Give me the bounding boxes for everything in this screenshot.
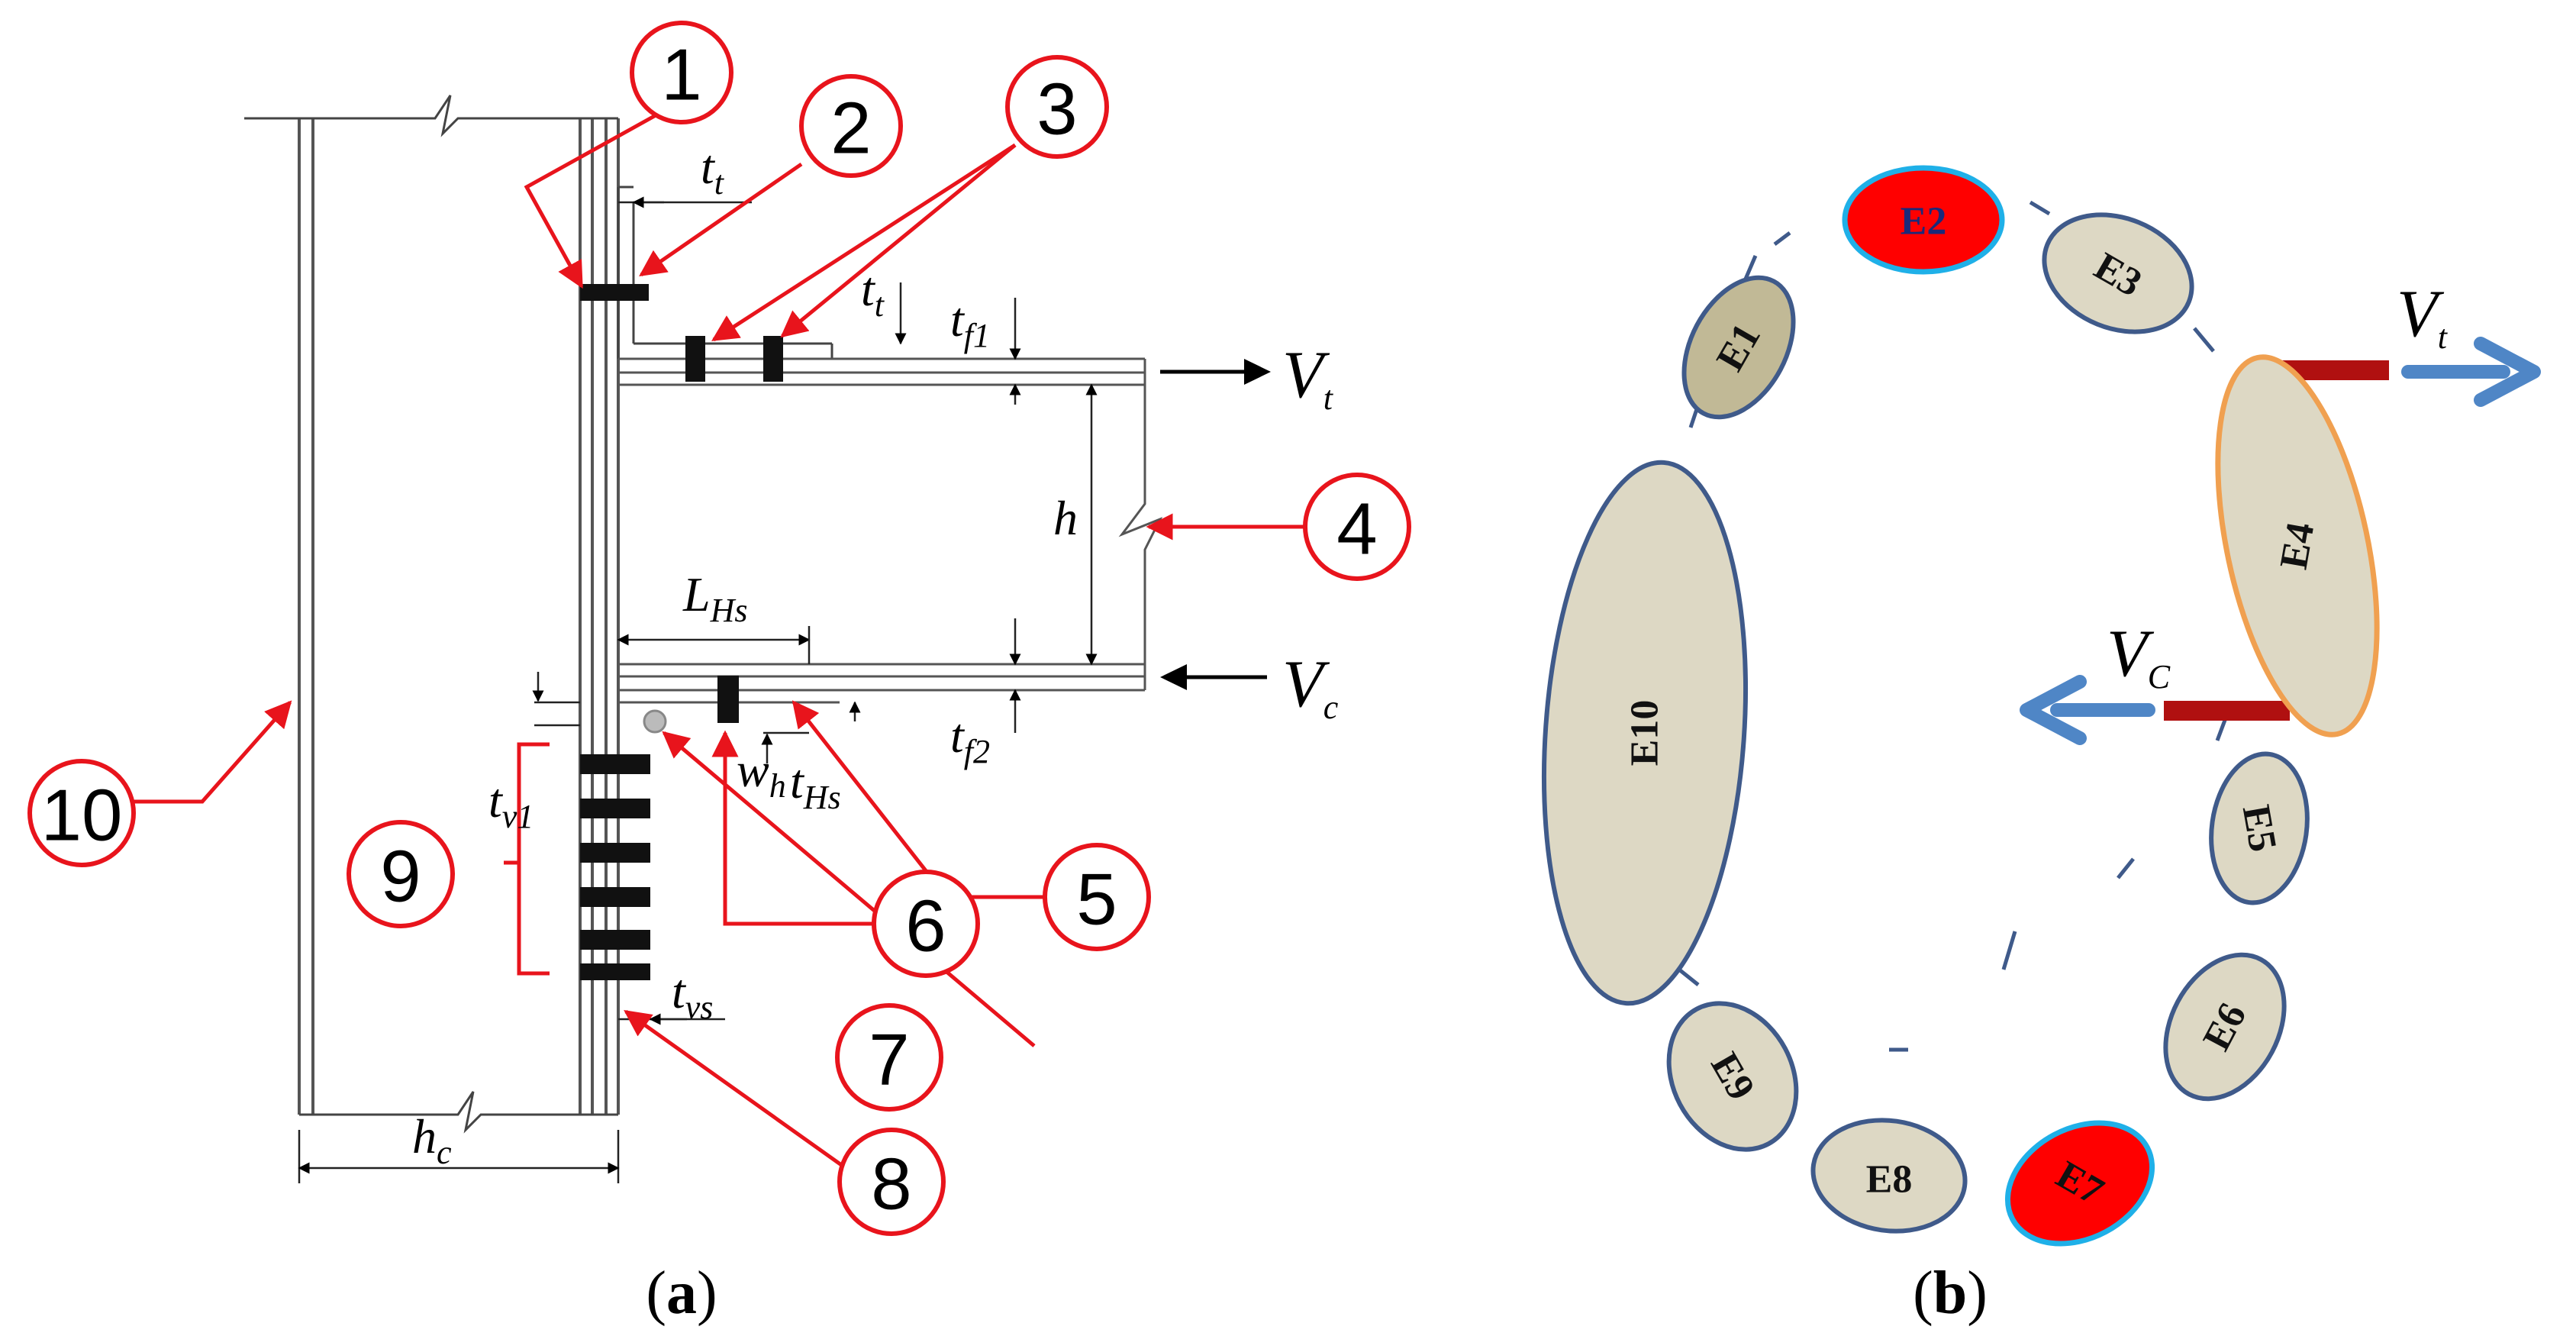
- column-bottom-break: [299, 1091, 618, 1134]
- dim-ths: tHs: [790, 754, 841, 816]
- bolt-top-angle-beam-1: [685, 336, 705, 382]
- bolt-seat-angle-beam: [717, 676, 739, 723]
- callout-8-circle: [837, 1128, 946, 1236]
- dim-tf2: tf2: [950, 708, 990, 770]
- dim-h: h: [1053, 491, 1078, 545]
- dim-tvs: tvs: [672, 964, 713, 1026]
- bolt-top-angle-column: [580, 284, 649, 301]
- svg-text:E2: E2: [1901, 200, 1947, 244]
- callout-leaders: [134, 108, 1305, 1174]
- callout-5: 5: [1076, 859, 1117, 941]
- bolt-web-6: [580, 963, 650, 980]
- svg-text:E4: E4: [2272, 519, 2323, 573]
- force-vc-label: Vc: [1282, 647, 1339, 726]
- force-vt-arrow: [1160, 359, 1271, 385]
- callout-4-circle: [1303, 473, 1411, 581]
- caption-b: (b): [1913, 1260, 1988, 1327]
- bolt-web-1: [580, 754, 650, 774]
- bolt-top-angle-beam-2: [763, 336, 783, 382]
- spring-bar-bottom: [2164, 701, 2290, 721]
- svg-text:E5: E5: [2234, 802, 2285, 855]
- dim-wh: wh: [737, 743, 786, 805]
- dim-tv1: tv1: [488, 773, 534, 835]
- bolt-group-brace: [504, 742, 550, 976]
- callout-5-circle: [1043, 843, 1151, 951]
- panel-b: E1 E2 E3 E4 E5 E6 E7 E8: [1541, 165, 2541, 1327]
- callout-10: 10: [41, 775, 123, 857]
- callout-3-circle: [1005, 55, 1109, 159]
- bolt-web-3: [580, 843, 650, 863]
- element-e8: E8: [1810, 1118, 1968, 1234]
- element-e4: E4: [2215, 354, 2380, 737]
- callout-10-circle: [27, 759, 136, 867]
- callout-2-circle: [799, 74, 903, 178]
- callout-numbers: 1 2 3 4 5 6 7 8 9 10: [41, 34, 1378, 1225]
- callout-8: 8: [871, 1144, 911, 1225]
- callout-4: 4: [1336, 489, 1377, 570]
- bolts: [580, 284, 783, 980]
- bolt-web-2: [580, 799, 650, 818]
- callout-7-circle: [835, 1003, 943, 1112]
- callout-1: 1: [661, 34, 701, 116]
- callout-2: 2: [830, 88, 871, 169]
- caption-a: (a): [646, 1260, 717, 1327]
- callout-3: 3: [1037, 69, 1077, 150]
- callout-circles: [27, 21, 1411, 1236]
- column-top-break: [244, 95, 618, 137]
- force-vt-label: Vt: [1282, 338, 1334, 417]
- callout-9: 9: [380, 836, 421, 918]
- element-e3: E3: [2042, 212, 2194, 334]
- element-e6: E6: [2163, 952, 2287, 1102]
- panel-a: 1 2 3 4 5 6 7 8 9 10 tt tt tf1 h LHs tf2…: [27, 21, 1411, 1327]
- dimension-lines: [298, 196, 1098, 1183]
- beam: [618, 357, 1163, 692]
- dim-tt-beam: tt: [861, 262, 885, 324]
- callout-6: 6: [905, 886, 946, 967]
- element-e9: E9: [1666, 1001, 1799, 1152]
- dim-tf1: tf1: [950, 292, 990, 354]
- callout-9-circle: [347, 820, 455, 928]
- element-e1: E1: [1681, 275, 1796, 420]
- svg-text:E10: E10: [1623, 700, 1667, 766]
- element-e2: E2: [1842, 165, 2005, 275]
- element-e5: E5: [2209, 751, 2310, 905]
- force-vt-label-b: Vt: [2397, 277, 2449, 356]
- element-e7: E7: [2004, 1120, 2155, 1247]
- dim-lhs: LHs: [682, 567, 748, 629]
- callout-6-circle: [872, 870, 980, 978]
- callout-1-circle: [630, 21, 733, 124]
- weld-symbol: [643, 709, 667, 734]
- force-vt-arrow-b: [2401, 337, 2541, 407]
- force-vc-arrow-b: [2020, 675, 2155, 745]
- bolt-web-5: [580, 930, 650, 950]
- dim-tt-top: tt: [701, 140, 725, 202]
- column-left-flange: [298, 118, 314, 1115]
- element-e10: E10: [1541, 460, 1749, 1006]
- top-angle: [617, 186, 833, 359]
- callout-7: 7: [869, 1019, 909, 1101]
- force-vc-arrow: [1160, 664, 1267, 690]
- svg-text:E8: E8: [1866, 1158, 1913, 1202]
- bolt-web-4: [580, 887, 650, 907]
- force-vc-label-b: VC: [2107, 617, 2171, 695]
- dim-hc: hc: [412, 1109, 452, 1171]
